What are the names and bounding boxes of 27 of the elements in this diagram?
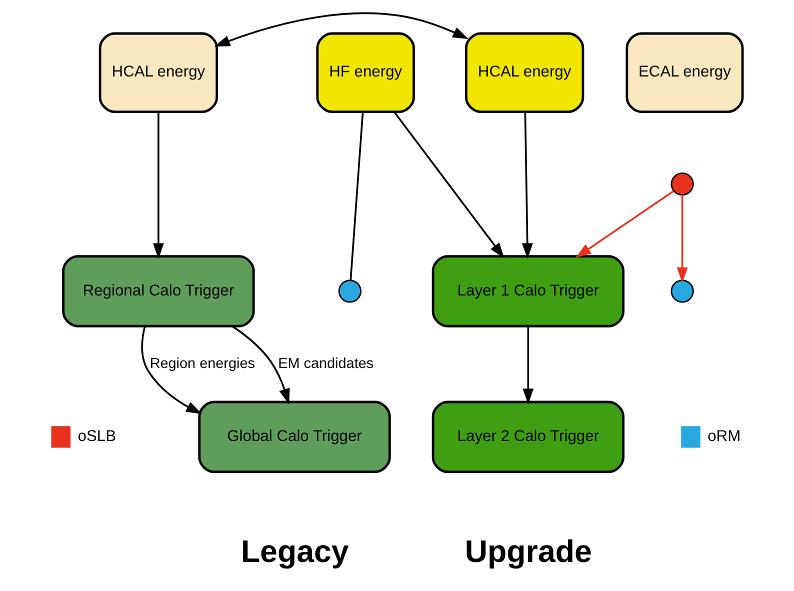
arrow — [140, 326, 202, 414]
edge-label: Region energies — [149, 356, 254, 372]
node-box: Regional Calo Trigger — [62, 255, 254, 328]
arrow — [676, 194, 688, 284]
arrow — [575, 190, 674, 258]
node-box: Layer 2 Calo Trigger — [431, 400, 624, 474]
node-box: Global Calo Trigger — [198, 400, 390, 474]
node-box: HCAL energy — [464, 32, 584, 113]
arrow — [152, 112, 164, 259]
legend-label: oSLB — [77, 428, 116, 446]
label: Legacy — [240, 534, 348, 569]
arrow — [521, 112, 532, 259]
arrow — [231, 325, 290, 404]
node-circle — [338, 280, 361, 303]
arrow — [393, 111, 504, 258]
node-circle — [670, 172, 694, 196]
connector — [349, 112, 364, 280]
arrow — [522, 326, 534, 404]
node-box: Layer 1 Calo Trigger — [431, 255, 624, 328]
legend-label: oRM — [707, 428, 740, 446]
arrow — [214, 12, 468, 47]
node-circle — [670, 280, 694, 303]
node-box: HF energy — [316, 32, 414, 113]
label: Upgrade — [464, 534, 592, 569]
node-box: ECAL energy — [625, 32, 744, 113]
edge-label: EM candidates — [278, 356, 374, 372]
node-box: HCAL energy — [98, 32, 218, 113]
